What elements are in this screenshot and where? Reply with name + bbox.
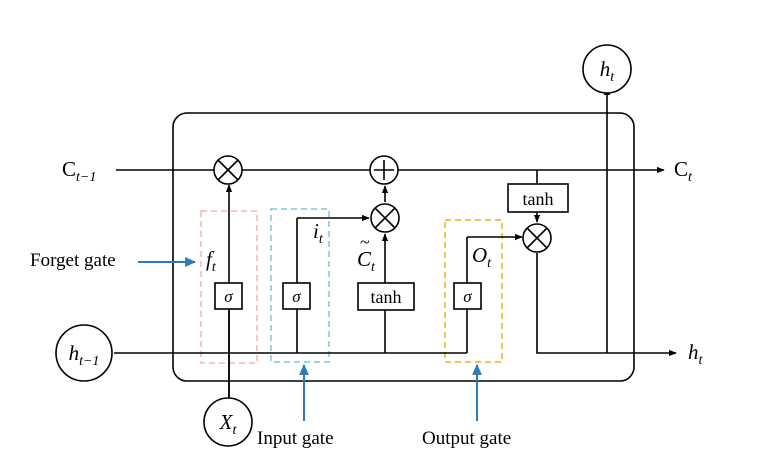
h-t-top-node xyxy=(582,44,632,94)
forget-gate-label: Forget gate xyxy=(30,250,116,271)
output-gate-label: Output gate xyxy=(422,428,511,449)
input-sigma-label: σ xyxy=(292,287,301,306)
c-tilde-accent: ~ xyxy=(360,232,370,252)
x-t-node xyxy=(203,397,253,447)
candidate-tanh-label: tanh xyxy=(371,287,402,307)
h-t-top-label: ht xyxy=(600,57,616,85)
cell-tanh-label: tanh xyxy=(523,189,554,209)
circle-times-icon xyxy=(213,155,243,185)
c-tilde-label: Ct xyxy=(357,247,376,275)
o-t-label: Ot xyxy=(472,243,492,271)
circle-times-icon xyxy=(522,223,552,253)
output-mult-to-ht-line xyxy=(536,253,677,357)
x-t-label: Xt xyxy=(219,410,238,438)
i-t-label: it xyxy=(313,219,324,247)
c-prev-label: Ct−1 xyxy=(62,157,96,185)
h-prev-node xyxy=(55,324,113,382)
cell-boundary xyxy=(172,112,635,382)
input-sigma-box xyxy=(282,282,311,310)
input-gate-label: Input gate xyxy=(257,428,334,449)
h-t-right-label: ht xyxy=(688,340,704,368)
c-t-label: Ct xyxy=(674,157,693,185)
forget-sigma-label: σ xyxy=(224,287,233,306)
circle-plus-icon xyxy=(369,155,399,185)
candidate-tanh-box xyxy=(357,282,415,311)
output-sigma-label: σ xyxy=(463,287,472,306)
output-sigma-box xyxy=(453,282,482,310)
input-gate-region xyxy=(270,208,330,363)
cell-tanh-box xyxy=(507,183,569,213)
f-t-label: ft xyxy=(206,247,217,275)
h-prev-label: ht−1 xyxy=(69,341,100,369)
circle-times-icon xyxy=(370,203,400,233)
